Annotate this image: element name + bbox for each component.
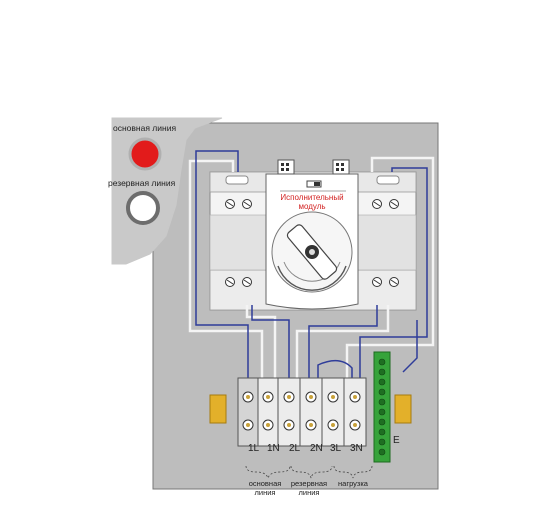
switch-top-port-left: [225, 175, 249, 185]
module-label-line2: модуль: [298, 202, 326, 211]
terminal-label-1n: 1N: [267, 443, 280, 454]
group-label-load: нагрузка: [338, 479, 368, 488]
ground-bar: [373, 351, 391, 463]
group-label-reserve-line: резервная линия: [284, 479, 334, 497]
reserve-line-indicator-icon: [126, 191, 160, 225]
terminal-label-2n: 2N: [310, 443, 323, 454]
terminal-label-2l: 2L: [289, 443, 301, 454]
reserve-line-indicator-label: резервная линия: [108, 178, 176, 188]
group-braces: [245, 465, 373, 480]
module-connector-left: [277, 159, 295, 175]
module-connector-right: [332, 159, 350, 175]
group-reserve-line2: линия: [298, 488, 320, 497]
din-rail-left: [209, 394, 227, 424]
ground-label: E: [393, 435, 400, 446]
main-line-indicator-label: основная линия: [113, 123, 177, 133]
group-label-main-line: основная линия: [240, 479, 290, 497]
din-rail-right: [394, 394, 412, 424]
terminal-label-3l: 3L: [330, 443, 342, 454]
blue-wires: [195, 150, 428, 381]
switch-screws-top: [225, 199, 399, 209]
white-wires: [188, 156, 435, 381]
terminal-block: [237, 377, 367, 447]
module-label: Исполнительный модуль: [276, 193, 348, 211]
terminal-label-3n: 3N: [350, 443, 363, 454]
module-label-line1: Исполнительный: [280, 193, 344, 202]
terminal-label-1l: 1L: [248, 443, 260, 454]
group-reserve-line1: резервная: [290, 479, 328, 488]
switch-top-port-right: [376, 175, 400, 185]
main-line-indicator-icon: [128, 137, 162, 171]
group-main-line2: линия: [254, 488, 276, 497]
group-main-line1: основная: [248, 479, 282, 488]
